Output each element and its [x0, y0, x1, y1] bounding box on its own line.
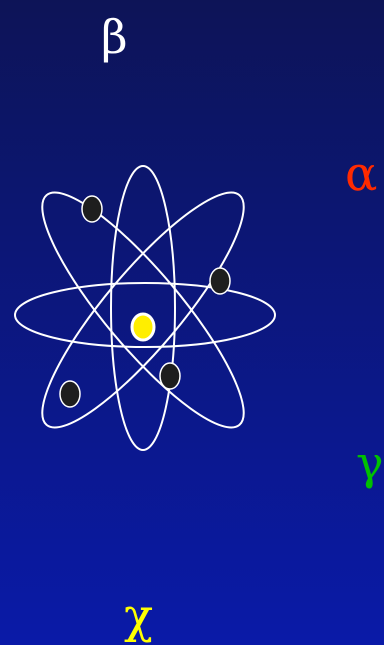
orbit-diagonal-left	[17, 171, 268, 450]
gamma-symbol: γ	[356, 440, 384, 486]
orbit-vertical	[111, 166, 175, 450]
beta-symbol: β	[101, 14, 128, 60]
alpha-symbol: α	[345, 150, 377, 198]
nucleus	[132, 314, 154, 340]
electron	[210, 268, 230, 294]
orbit-diagonal-right	[17, 171, 268, 450]
chi-symbol: χ	[124, 592, 153, 640]
electron	[160, 363, 180, 389]
atom-icon	[0, 150, 300, 470]
electron	[82, 196, 102, 222]
electron	[60, 381, 80, 407]
